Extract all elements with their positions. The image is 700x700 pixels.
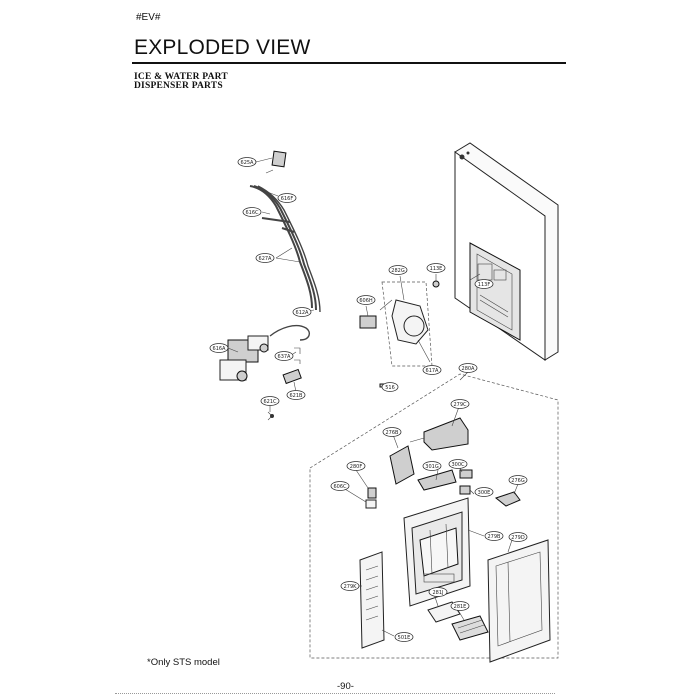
callout-280A: 280A [458,363,478,373]
callout-621C: 621C [260,396,280,406]
callout-276G: 276G [508,475,528,485]
callout-516: 516 [381,382,399,392]
callout-113E: 113E [426,263,446,273]
svg-text:279B: 279B [488,534,502,540]
subtitle-ice-water: ICE & WATER PART [134,72,228,82]
svg-text:113F: 113F [478,282,491,288]
svg-text:606H: 606H [359,298,373,304]
section-tag: #EV# [136,12,161,23]
title-rule [132,62,566,64]
callout-637A: 637A [274,351,294,361]
door-panel [454,142,559,361]
page-number: -90- [337,681,354,692]
callout-279C: 279C [450,399,470,409]
callout-606H: 606H [356,295,376,305]
svg-text:113E: 113E [430,266,443,272]
svg-text:637A: 637A [278,354,292,360]
callout-281J: 281J [428,587,448,597]
footnote-sts-model: *Only STS model [147,657,220,668]
svg-text:300E: 300E [478,490,491,496]
callout-612A: 612A [292,307,312,317]
callout-616A: 616A [209,343,229,353]
svg-text:621B: 621B [290,393,304,399]
subtitle-dispenser: DISPENSER PARTS [134,81,223,91]
callout-281E: 281E [450,601,470,611]
callout-279D: 279D [508,532,528,542]
callout-276B: 276B [382,427,402,437]
svg-text:617A: 617A [426,368,440,374]
svg-text:606C: 606C [333,484,347,490]
page-title: EXPLODED VIEW [134,36,311,59]
callout-301G: 301G [422,461,442,471]
svg-text:625A: 625A [241,160,255,166]
callout-501E: 501E [394,632,414,642]
svg-text:279C: 279C [453,402,467,408]
svg-text:282G: 282G [391,268,405,274]
bottom-rule [115,693,555,694]
callout-300E: 300E [474,487,494,497]
leader-lines [227,157,519,637]
svg-text:281J: 281J [432,590,443,596]
callout-282G: 282G [388,265,408,275]
svg-text:300C: 300C [451,462,465,468]
svg-text:301G: 301G [425,464,439,470]
svg-text:616A: 616A [213,346,227,352]
callout-113F: 113F [474,279,494,289]
dispenser-parts-boundary [309,373,559,659]
callout-300C: 300C [448,459,468,469]
svg-text:281E: 281E [454,604,467,610]
callout-616F: 616F [277,193,297,203]
svg-text:276G: 276G [511,478,525,484]
ice-chute-assembly [359,280,440,388]
svg-text:279K: 279K [344,584,358,590]
svg-text:501E: 501E [398,635,411,641]
water-valve-assembly [219,324,311,421]
callout-616C: 616C [242,207,262,217]
svg-text:280F: 280F [350,464,363,470]
svg-text:279D: 279D [511,535,525,541]
svg-text:276B: 276B [386,430,400,436]
svg-text:612A: 612A [296,310,310,316]
callout-625A: 625A [237,157,257,167]
callout-621B: 621B [286,390,306,400]
svg-text:516: 516 [385,385,395,391]
svg-text:627A: 627A [259,256,273,262]
callout-280F: 280F [346,461,366,471]
svg-text:280A: 280A [462,366,476,372]
svg-text:616C: 616C [245,210,259,216]
callout-606C: 606C [330,481,350,491]
svg-text:616F: 616F [281,196,294,202]
callout-617A: 617A [422,365,442,375]
callout-279K: 279K [340,581,360,591]
callout-627A: 627A [255,253,275,263]
callout-279B: 279B [484,531,504,541]
water-tube-assembly [249,150,321,313]
svg-text:621C: 621C [263,399,277,405]
